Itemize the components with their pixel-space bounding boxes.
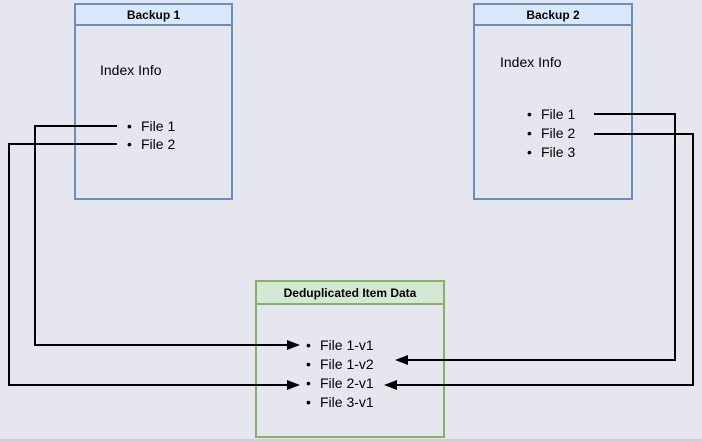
- list-item: File 2: [527, 124, 575, 143]
- backup2-index-info-heading: Index Info: [500, 54, 562, 70]
- list-item: File 1: [127, 117, 175, 135]
- backup1-file-list: File 1 File 2: [127, 117, 175, 153]
- backup1-box: Backup 1 Index Info File 1 File 2: [74, 3, 233, 200]
- list-item: File 2: [127, 135, 175, 153]
- backup1-title: Backup 1: [76, 5, 231, 26]
- backup1-index-info-heading: Index Info: [100, 62, 162, 78]
- dedup-title: Deduplicated Item Data: [257, 282, 443, 305]
- list-item: File 3-v1: [306, 393, 374, 412]
- list-item: File 1-v2: [306, 355, 374, 374]
- list-item: File 1-v1: [306, 336, 374, 355]
- list-item: File 3: [527, 143, 575, 162]
- backup2-title: Backup 2: [475, 5, 631, 26]
- backup2-box: Backup 2 Index Info File 1 File 2 File 3: [473, 3, 633, 200]
- dedup-item-list: File 1-v1 File 1-v2 File 2-v1 File 3-v1: [306, 336, 374, 412]
- backup2-file-list: File 1 File 2 File 3: [527, 105, 575, 162]
- dedup-box: Deduplicated Item Data File 1-v1 File 1-…: [255, 280, 445, 438]
- window-bottom-edge: [0, 439, 702, 442]
- list-item: File 1: [527, 105, 575, 124]
- list-item: File 2-v1: [306, 374, 374, 393]
